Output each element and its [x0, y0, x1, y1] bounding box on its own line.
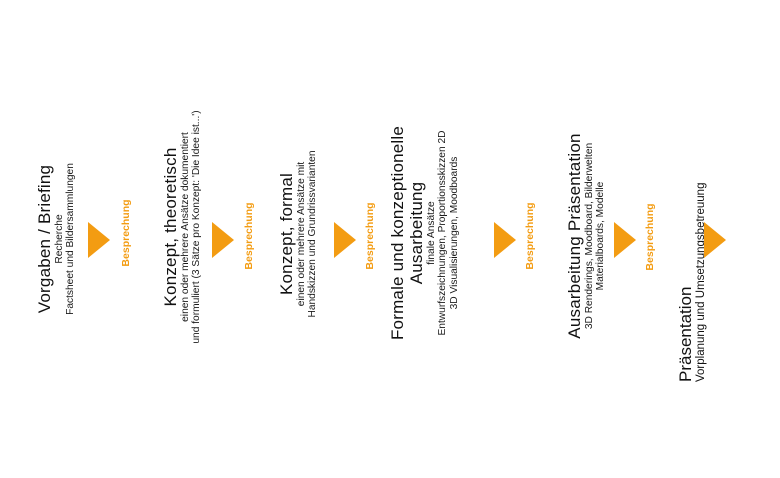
- stage-4-line-3: 3D Visualisierungen, Moodboards: [448, 156, 460, 310]
- stage-1-title: Vorgaben / Briefing: [35, 164, 54, 314]
- arrow-3-icon: [334, 222, 356, 258]
- review-label-3: Besprechung: [364, 202, 376, 270]
- review-label-2: Besprechung: [243, 202, 255, 270]
- stage-1-line-2: Factsheet und Bildersammlungen: [65, 163, 77, 315]
- arrow-2-icon: [212, 222, 234, 258]
- arrow-6-icon: [704, 222, 726, 258]
- review-label-1: Besprechung: [120, 199, 132, 267]
- stage-4-line-1: finale Ansätze: [426, 201, 438, 265]
- arrow-1-icon: [88, 222, 110, 258]
- stage-4: Formale und konzeptionelle Ausarbeitung …: [388, 123, 488, 343]
- stage-3: Konzept, formal einen oder mehrere Ansät…: [277, 134, 341, 334]
- stage-2-line-2: und formuliert (3 Sätze pro Konzept: 'Di…: [191, 110, 203, 344]
- stage-3-line-1: einen oder mehrere Ansätze mit: [296, 161, 308, 307]
- stage-2-title: Konzept, theoretisch: [161, 147, 180, 307]
- stage-4-line-2: Entwurfszeichnungen, Proportionsskizzen …: [437, 130, 449, 336]
- stage-4-title: Formale und konzeptionelle: [388, 125, 407, 341]
- arrow-4-icon: [494, 222, 516, 258]
- stage-4-title-2: Ausarbeitung: [407, 181, 427, 285]
- review-label-4: Besprechung: [524, 202, 536, 270]
- stage-3-title: Konzept, formal: [277, 172, 296, 296]
- stage-final-title: Präsentation: [676, 286, 695, 382]
- stage-1-line-1: Recherche: [54, 214, 66, 264]
- stage-5-line-2: Materialboards, Modelle: [595, 181, 607, 291]
- review-label-5: Besprechung: [644, 203, 656, 271]
- stage-5-title: Ausarbeitung Präsentation: [565, 133, 584, 339]
- stage-3-line-2: Handskizzen und Grundrissvarianten: [307, 150, 319, 318]
- arrow-5-icon: [614, 222, 636, 258]
- stage-5-line-1: 3D Renderings, Moodboard, Bilderwelten: [584, 142, 596, 330]
- stage-2-line-1: einen oder mehrere Ansätze dokumentiert: [180, 132, 192, 322]
- stage-1: Vorgaben / Briefing Recherche Factsheet …: [35, 139, 95, 339]
